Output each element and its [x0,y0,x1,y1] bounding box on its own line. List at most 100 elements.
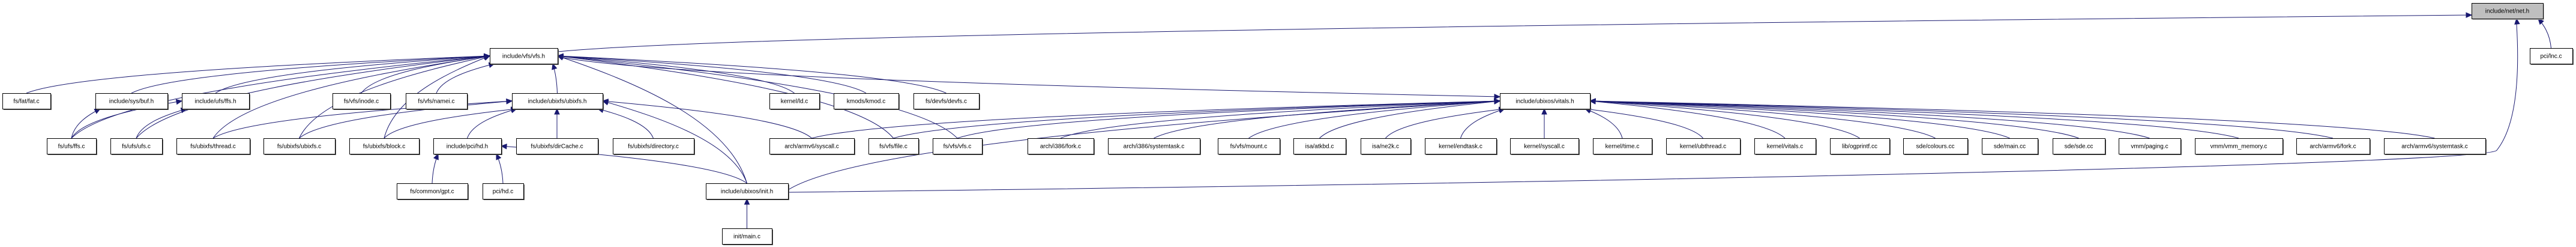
node-paging-c[interactable]: vmm/paging.c [2119,138,2182,156]
arrowhead-icon [1494,99,1501,105]
node-gpt-c[interactable]: fs/common/gpt.c [397,183,469,201]
node-label: fs/ubixfs/dirCache.c [531,144,583,150]
edge-line [1589,100,1860,139]
node-ubixfs-c[interactable]: fs/ubixfs/ubixfs.c [263,138,337,156]
node-box [769,138,855,154]
edge-line [1589,100,2435,139]
node-ubixfs-h[interactable]: include/ubixfs/ubixfs.h [512,93,604,111]
node-label: arch/i386/fork.c [1040,144,1081,150]
node-namei-c[interactable]: fs/vfs/namei.c [406,93,469,111]
node-label: include/vfs/vfs.h [502,53,545,60]
node-box [1830,138,1890,154]
node-box [1982,138,2038,154]
node-label: include/ubixfs/ubixfs.h [528,99,587,105]
edge-init_h-to-vfs_h [556,55,747,184]
node-ufs-c[interactable]: fs/ufs/ufs.c [110,138,164,156]
node-label: include/pci/hd.h [447,144,489,150]
node-lnc-c[interactable]: pci/lnc.c [2530,48,2574,66]
node-vitals-h[interactable]: include/ubixos/vitals.h [1500,93,1592,111]
node-net-h[interactable]: include/net/net.h [2472,3,2545,20]
node-i386-fork-c[interactable]: arch/i386/fork.c [1028,138,1095,156]
node-vfs-h[interactable]: include/vfs/vfs.h [490,48,559,66]
edge-endtask_c-to-vitals_h [1460,108,1506,139]
node-box [2119,138,2181,154]
node-file-c[interactable]: fs/vfs/file.c [868,138,920,156]
node-box [2053,138,2105,154]
node-pci-hd-c[interactable]: pci/hd.c [483,183,525,201]
node-mount-c[interactable]: fs/vfs/mount.c [1218,138,1281,156]
edge-line [384,108,517,139]
edge-dircache_c-to-ubixfs_h [554,108,560,139]
arrowhead-icon [2514,17,2520,25]
node-buf-h[interactable]: include/sys/buf.h [95,93,169,111]
edge-init_h-to-ubixfs_h [601,100,747,184]
node-dircache-c[interactable]: fs/ubixfs/dirCache.c [516,138,600,156]
node-box [1510,138,1579,154]
node-block-c[interactable]: fs/ubixfs/block.c [349,138,421,156]
arrowhead-icon [496,153,502,160]
node-kernel-syscall-c[interactable]: kernel/syscall.c [1510,138,1580,156]
node-label: lib/ogprintf.cc [1842,144,1877,150]
node-armv6-fork-c[interactable]: arch/armv6/fork.c [2296,138,2371,156]
node-fat-c[interactable]: fs/fat/fat.c [2,93,52,111]
edge-line [71,108,101,139]
node-box [1293,138,1346,154]
node-ffs-h[interactable]: include/ufs/ffs.h [182,93,251,111]
node-devfs-c[interactable]: fs/devfs/devfs.c [913,93,981,111]
node-label: fs/ubixfs/directory.c [628,144,679,150]
node-sde-main-cc[interactable]: sde/main.cc [1982,138,2039,156]
node-time-c[interactable]: kernel/time.c [1593,138,1654,156]
node-box [2,93,51,109]
edge-line [557,14,2472,52]
arrowhead-icon [744,198,750,205]
node-atkbd-c[interactable]: isa/atkbd.c [1293,138,1347,156]
arrowhead-icon [2538,18,2544,25]
node-i386-systemtask-c[interactable]: arch/i386/systemtask.c [1108,138,1202,156]
edge-ubixfs_h-to-vfs_h [552,63,558,94]
nodes-layer: include/net/net.h include/vfs/vfs.h pci/ln… [2,3,2574,246]
node-armv6-syscall-c[interactable]: arch/armv6/syscall.c [769,138,856,156]
edge-armv6_systemtask_c-to-vitals_h [1589,98,2435,139]
node-thread-c[interactable]: fs/ubixfs/thread.c [176,138,251,156]
node-box [1425,138,1497,154]
node-inode-c[interactable]: fs/vfs/inode.c [333,93,392,111]
node-label: fs/fat/fat.c [13,99,39,105]
node-init-h[interactable]: include/ubixos/init.h [706,183,790,201]
node-sde-cc[interactable]: sde/sde.cc [2053,138,2107,156]
node-box [2296,138,2370,154]
node-ubthread-c[interactable]: kernel/ubthread.c [1666,138,1742,156]
edge-line [467,108,517,139]
edge-pci_hd_c-to-pci_hd_h [496,153,504,184]
edge-gpt_c-to-pci_hd_h [432,153,439,184]
node-directory-c[interactable]: fs/ubixfs/directory.c [613,138,696,156]
edge-line [299,55,490,139]
node-label: fs/ufs/ffs.c [58,144,85,150]
node-main-c[interactable]: init/main.c [722,228,774,246]
node-box [2195,138,2283,154]
node-box [176,138,250,154]
node-ld-c[interactable]: kernel/ld.c [769,93,821,111]
node-label: pci/hd.c [493,189,513,195]
node-label: fs/devfs/devfs.c [925,99,967,105]
node-colours-cc[interactable]: sde/colours.cc [1903,138,1969,156]
edge-directory_c-to-ubixfs_h [597,107,654,139]
node-kernel-vitals-c[interactable]: kernel/vitals.c [1754,138,1817,156]
node-label: arch/armv6/systemtask.c [2401,144,2468,150]
node-box [1593,138,1652,154]
node-vmm-memory-c[interactable]: vmm/vmm_memory.c [2195,138,2284,156]
node-ne2k-c[interactable]: isa/ne2k.c [1361,138,1412,156]
edge-line [436,63,495,94]
edge-vfs_h-to-vitals_h [557,56,1501,100]
node-ogprintf-cc[interactable]: lib/ogprintf.cc [1830,138,1891,156]
edge-line [602,100,747,184]
node-pci-hd-h[interactable]: include/pci/hd.h [433,138,503,156]
edge-line [1584,108,1703,139]
edge-line [557,55,867,94]
node-vfs-c[interactable]: fs/vfs/vfs.c [933,138,984,156]
node-armv6-systemtask-c[interactable]: arch/armv6/systemtask.c [2384,138,2487,156]
node-ffs-c[interactable]: fs/ufs/ffs.c [47,138,98,156]
node-label: kernel/syscall.c [1524,144,1565,150]
node-kmod-c[interactable]: kmods/kmod.c [834,93,900,111]
node-box [1666,138,1741,154]
node-endtask-c[interactable]: kernel/endtask.c [1425,138,1498,156]
